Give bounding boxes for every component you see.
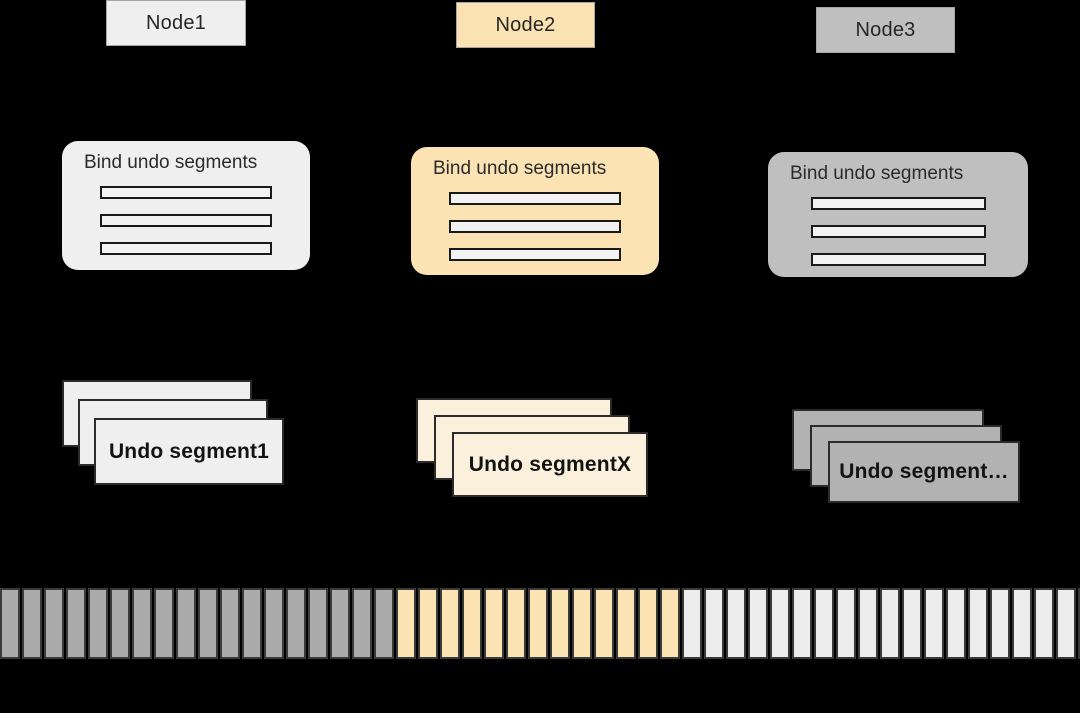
undo-segment-block[interactable] (44, 588, 64, 659)
undo-segment-block[interactable] (528, 588, 548, 659)
undo-segment-block[interactable] (616, 588, 636, 659)
undo-segment-block[interactable] (968, 588, 988, 659)
bind-panel-row (810, 225, 986, 238)
undo-segment-block[interactable] (682, 588, 702, 659)
undo-segment-block[interactable] (506, 588, 526, 659)
undo-segment-block[interactable] (924, 588, 944, 659)
bind-panel-row (449, 220, 621, 233)
undo-segment-block[interactable] (1056, 588, 1076, 659)
bind-panel-rows (768, 197, 1028, 266)
undo-segment-block[interactable] (374, 588, 394, 659)
undo-segment-block[interactable] (902, 588, 922, 659)
undo-segment-card-label: Undo segmentX (468, 452, 632, 476)
bind-panel-title: Bind undo segments (790, 163, 964, 184)
undo-segment-block[interactable] (770, 588, 790, 659)
undo-segment-block[interactable] (484, 588, 504, 659)
undo-segment-card-front[interactable]: Undo segmentX (452, 432, 648, 497)
undo-segment-strip (0, 588, 1080, 659)
undo-segment-block[interactable] (880, 588, 900, 659)
undo-segment-block[interactable] (1034, 588, 1054, 659)
undo-segment-block[interactable] (572, 588, 592, 659)
undo-segment-block[interactable] (726, 588, 746, 659)
undo-segment-card-label: Undo segment… (839, 460, 1009, 483)
bind-panel-title: Bind undo segments (433, 158, 607, 179)
undo-segment-block[interactable] (440, 588, 460, 659)
node-label-node3[interactable]: Node3 (816, 7, 955, 53)
undo-segment-block[interactable] (792, 588, 812, 659)
undo-segment-card-front[interactable]: Undo segment… (828, 441, 1020, 503)
undo-segment-block[interactable] (1078, 588, 1080, 659)
bind-panel-rows (62, 186, 310, 255)
undo-segment-block[interactable] (396, 588, 416, 659)
undo-segment-block[interactable] (220, 588, 240, 659)
undo-segment-card-front[interactable]: Undo segment1 (94, 418, 284, 485)
undo-segment-block[interactable] (550, 588, 570, 659)
bind-panel-row (100, 186, 272, 199)
undo-segment-block[interactable] (132, 588, 152, 659)
bind-panel-row (100, 242, 272, 255)
undo-segment-card-label: Undo segment1 (108, 439, 270, 463)
undo-segment-block[interactable] (990, 588, 1010, 659)
bind-panel-rows (411, 192, 659, 261)
undo-segment-block[interactable] (242, 588, 262, 659)
undo-segment-block[interactable] (836, 588, 856, 659)
undo-segment-block[interactable] (352, 588, 372, 659)
bind-panel-row (449, 248, 621, 261)
node-label-node2[interactable]: Node2 (456, 2, 595, 48)
undo-segment-block[interactable] (264, 588, 284, 659)
bind-panel-row (810, 197, 986, 210)
undo-segment-block[interactable] (704, 588, 724, 659)
undo-segment-block[interactable] (418, 588, 438, 659)
undo-segment-block[interactable] (638, 588, 658, 659)
undo-segment-block[interactable] (198, 588, 218, 659)
undo-stack-node1[interactable]: Undo segment1 (62, 380, 284, 485)
undo-segment-block[interactable] (66, 588, 86, 659)
undo-segment-block[interactable] (0, 588, 20, 659)
undo-segment-block[interactable] (110, 588, 130, 659)
undo-segment-block[interactable] (308, 588, 328, 659)
undo-segment-block[interactable] (22, 588, 42, 659)
undo-segment-block[interactable] (594, 588, 614, 659)
bind-panel-node1[interactable]: Bind undo segments (62, 141, 310, 270)
undo-stack-node2[interactable]: Undo segmentX (416, 398, 648, 497)
bind-panel-title: Bind undo segments (84, 152, 258, 173)
undo-stack-node3[interactable]: Undo segment… (792, 409, 1020, 503)
bind-panel-node3[interactable]: Bind undo segments (768, 152, 1028, 277)
node-label-node1[interactable]: Node1 (106, 0, 246, 46)
undo-segment-block[interactable] (660, 588, 680, 659)
undo-segment-block[interactable] (88, 588, 108, 659)
undo-segment-block[interactable] (858, 588, 878, 659)
undo-segment-block[interactable] (946, 588, 966, 659)
undo-segment-block[interactable] (176, 588, 196, 659)
undo-segment-block[interactable] (748, 588, 768, 659)
undo-segment-block[interactable] (1012, 588, 1032, 659)
node-label-text: Node2 (495, 14, 556, 36)
bind-panel-row (100, 214, 272, 227)
bind-panel-node2[interactable]: Bind undo segments (411, 147, 659, 275)
bind-panel-row (449, 192, 621, 205)
undo-segment-block[interactable] (154, 588, 174, 659)
node-label-text: Node1 (146, 12, 206, 34)
bind-panel-row (810, 253, 986, 266)
node-label-text: Node3 (855, 19, 916, 41)
undo-segment-block[interactable] (286, 588, 306, 659)
undo-segment-block[interactable] (814, 588, 834, 659)
undo-segment-block[interactable] (462, 588, 482, 659)
undo-segment-block[interactable] (330, 588, 350, 659)
